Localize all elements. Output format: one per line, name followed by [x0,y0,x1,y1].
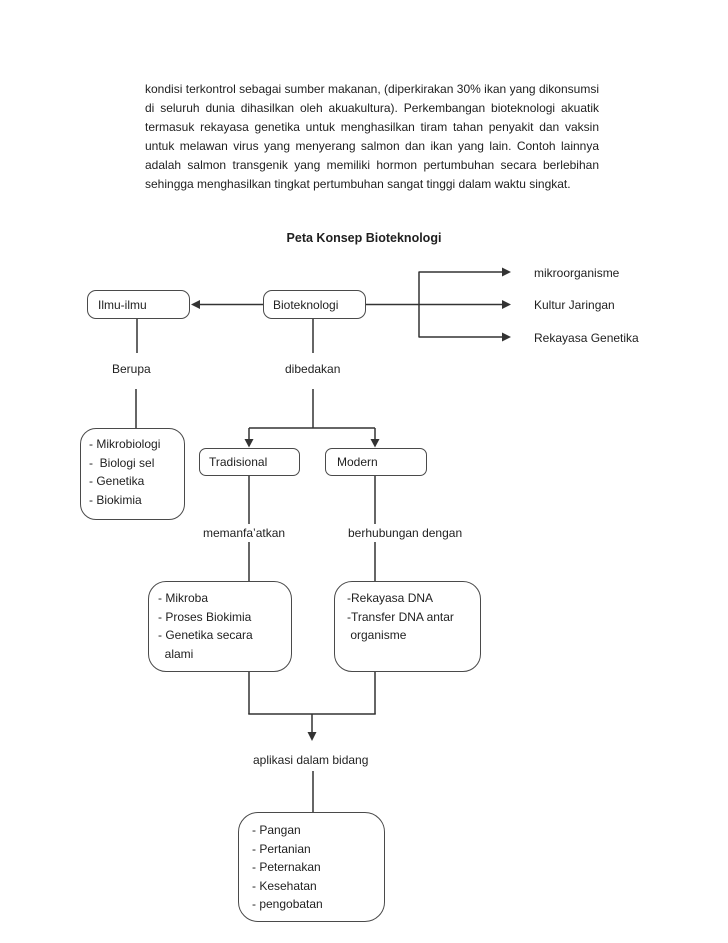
edge-label-memanfaatkan: memanfa’atkan [203,526,286,540]
list-item: - Peternakan [252,860,321,875]
branch-label-rekayasa-genetika: Rekayasa Genetika [534,331,639,345]
edge-label-berhubungan-dengan: berhubungan dengan [348,526,463,540]
listbox-ilmu-ilmu: - Mikrobiologi - Biologi sel - Genetika … [80,428,185,520]
list-item: alami [158,646,194,661]
intro-paragraph: kondisi terkontrol sebagai sumber makana… [145,82,599,191]
list-item: - Mikroba [158,591,209,605]
node-bioteknologi: Bioteknologi [263,290,366,319]
node-modern: Modern [325,448,427,476]
list-item: - Genetika secara [158,628,253,643]
node-ilmu-ilmu-label: Ilmu-ilmu [98,297,147,312]
edge-label-berupa: Berupa [112,362,151,376]
node-modern-label: Modern [337,455,378,469]
listbox-aplikasi: - Pangan - Pertanian - Peternakan - Kese… [238,812,385,922]
listbox-tradisional: - Mikroba - Proses Biokimia - Genetika s… [148,581,292,672]
list-item: - Genetika [89,474,145,489]
list-item: - pengobatan [252,897,323,912]
edge-bioteknologi-to-branches [366,267,511,342]
node-tradisional-label: Tradisional [209,455,268,469]
listbox-modern: -Rekayasa DNA -Transfer DNA antar organi… [334,581,481,672]
node-bioteknologi-label: Bioteknologi [273,297,339,312]
list-item: - Kesehatan [252,878,317,893]
list-item: - Biologi sel [89,455,155,470]
edge-lists-to-aplikasi [248,671,376,741]
edge-bioteknologi-to-ilmu-ilmu [191,300,263,309]
list-item: -Transfer DNA antar [347,609,454,624]
list-item: - Proses Biokimia [158,609,252,624]
list-item: - Mikrobiologi [89,437,161,451]
edge-bioteknologi-to-dibedakan [244,319,380,448]
list-item: - Pangan [252,823,301,837]
branch-label-kultur-jaringan: Kultur Jaringan [534,298,615,312]
branch-label-mikroorganisme: mikroorganisme [534,266,620,280]
list-item: -Rekayasa DNA [347,591,434,605]
node-ilmu-ilmu: Ilmu-ilmu [87,290,190,319]
list-item: - Pertanian [252,841,311,856]
node-tradisional: Tradisional [199,448,300,476]
list-item: organisme [347,628,407,643]
edge-label-aplikasi-dalam-bidang: aplikasi dalam bidang [253,753,369,767]
edge-label-dibedakan: dibedakan [285,362,341,376]
edge-ilmu-ilmu-to-berupa-list [135,319,138,429]
diagram-title: Peta Konsep Bioteknologi [286,231,442,245]
list-item: - Biokimia [89,492,142,507]
